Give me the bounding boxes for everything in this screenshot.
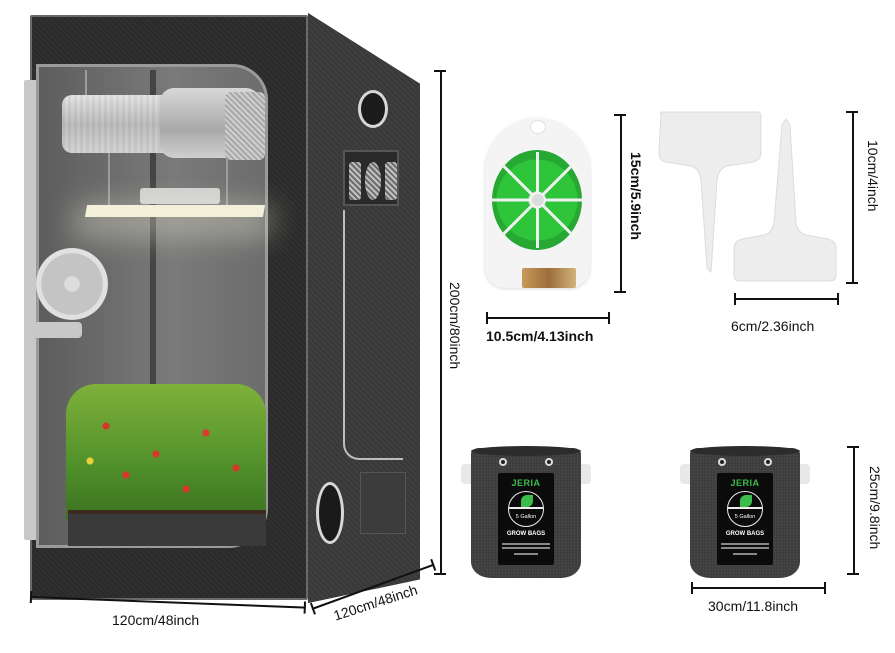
side-zipper — [343, 210, 403, 460]
grommet-icon — [499, 458, 507, 466]
tent-height-cap-top — [434, 70, 446, 72]
reel-width-label: 10.5cm/4.13inch — [486, 328, 594, 344]
bag-height-cap-bottom — [847, 573, 859, 575]
grow-bag: JERIA 5 Gallon GROW BAGS — [461, 440, 591, 580]
vent-port-top-icon — [358, 90, 388, 128]
grommet-icon — [545, 458, 553, 466]
planter-bags-icon — [68, 510, 266, 546]
thermometer-icon — [385, 162, 397, 200]
observation-window — [360, 472, 406, 534]
tent-door-flap — [24, 80, 38, 540]
grommet-icon — [718, 458, 726, 466]
fine-print — [733, 553, 757, 555]
tent-height-label: 200cm/80inch — [447, 282, 463, 370]
bag-width-cap-right — [824, 582, 826, 594]
reel-width-line — [487, 317, 610, 319]
tent-support-pole — [150, 70, 156, 530]
reel-height-line — [620, 115, 622, 293]
reel-width-cap-left — [486, 312, 488, 324]
light-hanger-left — [108, 150, 110, 208]
grommet-icon — [764, 458, 772, 466]
bag-capacity: 5 Gallon — [734, 514, 756, 520]
cutter-blade-icon — [522, 268, 576, 288]
bag-height-line — [853, 447, 855, 575]
pruner-icon — [349, 162, 361, 200]
labels-width-line — [735, 298, 839, 300]
reel-height-cap-bottom — [614, 291, 626, 293]
bag-height-label: 25cm/9.8inch — [867, 466, 883, 550]
clip-fan-icon — [36, 248, 108, 320]
light-hanger-right — [226, 150, 228, 208]
labels-width-cap-left — [734, 293, 736, 305]
logo-divider — [509, 507, 543, 509]
tent-width-label: 120cm/48inch — [112, 612, 200, 628]
sprayer-icon — [365, 162, 381, 200]
reel-height-label: 15cm/5.9inch — [628, 152, 644, 240]
plant-label-tag-icon — [733, 118, 837, 282]
grow-bag: JERIA 5 Gallon GROW BAGS — [680, 440, 810, 580]
plant-label-tag-icon — [658, 111, 762, 274]
labels-height-cap-bottom — [846, 282, 858, 284]
bag-type: GROW BAGS — [506, 531, 546, 537]
labels-height-label: 10cm/4inch — [865, 140, 881, 212]
fine-print — [502, 543, 550, 545]
bag-label: JERIA 5 Gallon GROW BAGS — [717, 473, 773, 565]
logo-divider — [728, 507, 762, 509]
tent-height-cap-bottom — [434, 573, 446, 575]
carbon-filter-icon — [225, 92, 265, 160]
bag-rim — [471, 446, 581, 456]
grow-light-icon — [84, 205, 266, 217]
labels-height-line — [852, 112, 854, 284]
bag-width-cap-left — [691, 582, 693, 594]
sprout-icon — [740, 495, 752, 507]
duct-hanger — [85, 70, 87, 98]
reel-height-cap-top — [614, 114, 626, 116]
bag-width-label: 30cm/11.8inch — [708, 598, 799, 614]
bag-brand: JERIA — [511, 478, 541, 488]
tent-height-line — [440, 70, 442, 575]
tool-pocket-icon — [343, 150, 399, 206]
light-driver-icon — [140, 188, 220, 204]
bag-label: JERIA 5 Gallon GROW BAGS — [498, 473, 554, 565]
sprout-icon — [521, 495, 533, 507]
bag-height-cap-top — [847, 446, 859, 448]
bag-type: GROW BAGS — [725, 531, 765, 537]
reel-width-cap-right — [608, 312, 610, 324]
fine-print — [502, 547, 550, 549]
hang-hole-icon — [530, 120, 546, 134]
fine-print — [514, 553, 538, 555]
bag-width-line — [692, 587, 826, 589]
vent-port-bottom-icon — [316, 482, 344, 544]
bag-brand: JERIA — [730, 478, 760, 488]
labels-width-cap-right — [837, 293, 839, 305]
labels-width-label: 6cm/2.36inch — [731, 318, 815, 334]
bag-logo-icon: 5 Gallon — [508, 491, 544, 527]
fan-clamp-icon — [34, 322, 82, 338]
fine-print — [721, 543, 769, 545]
reel-hub-icon — [530, 192, 546, 208]
labels-height-cap-top — [846, 111, 858, 113]
bag-logo-icon: 5 Gallon — [727, 491, 763, 527]
fine-print — [721, 547, 769, 549]
bag-capacity: 5 Gallon — [515, 514, 537, 520]
bag-rim — [690, 446, 800, 456]
plants-icon — [66, 384, 266, 524]
